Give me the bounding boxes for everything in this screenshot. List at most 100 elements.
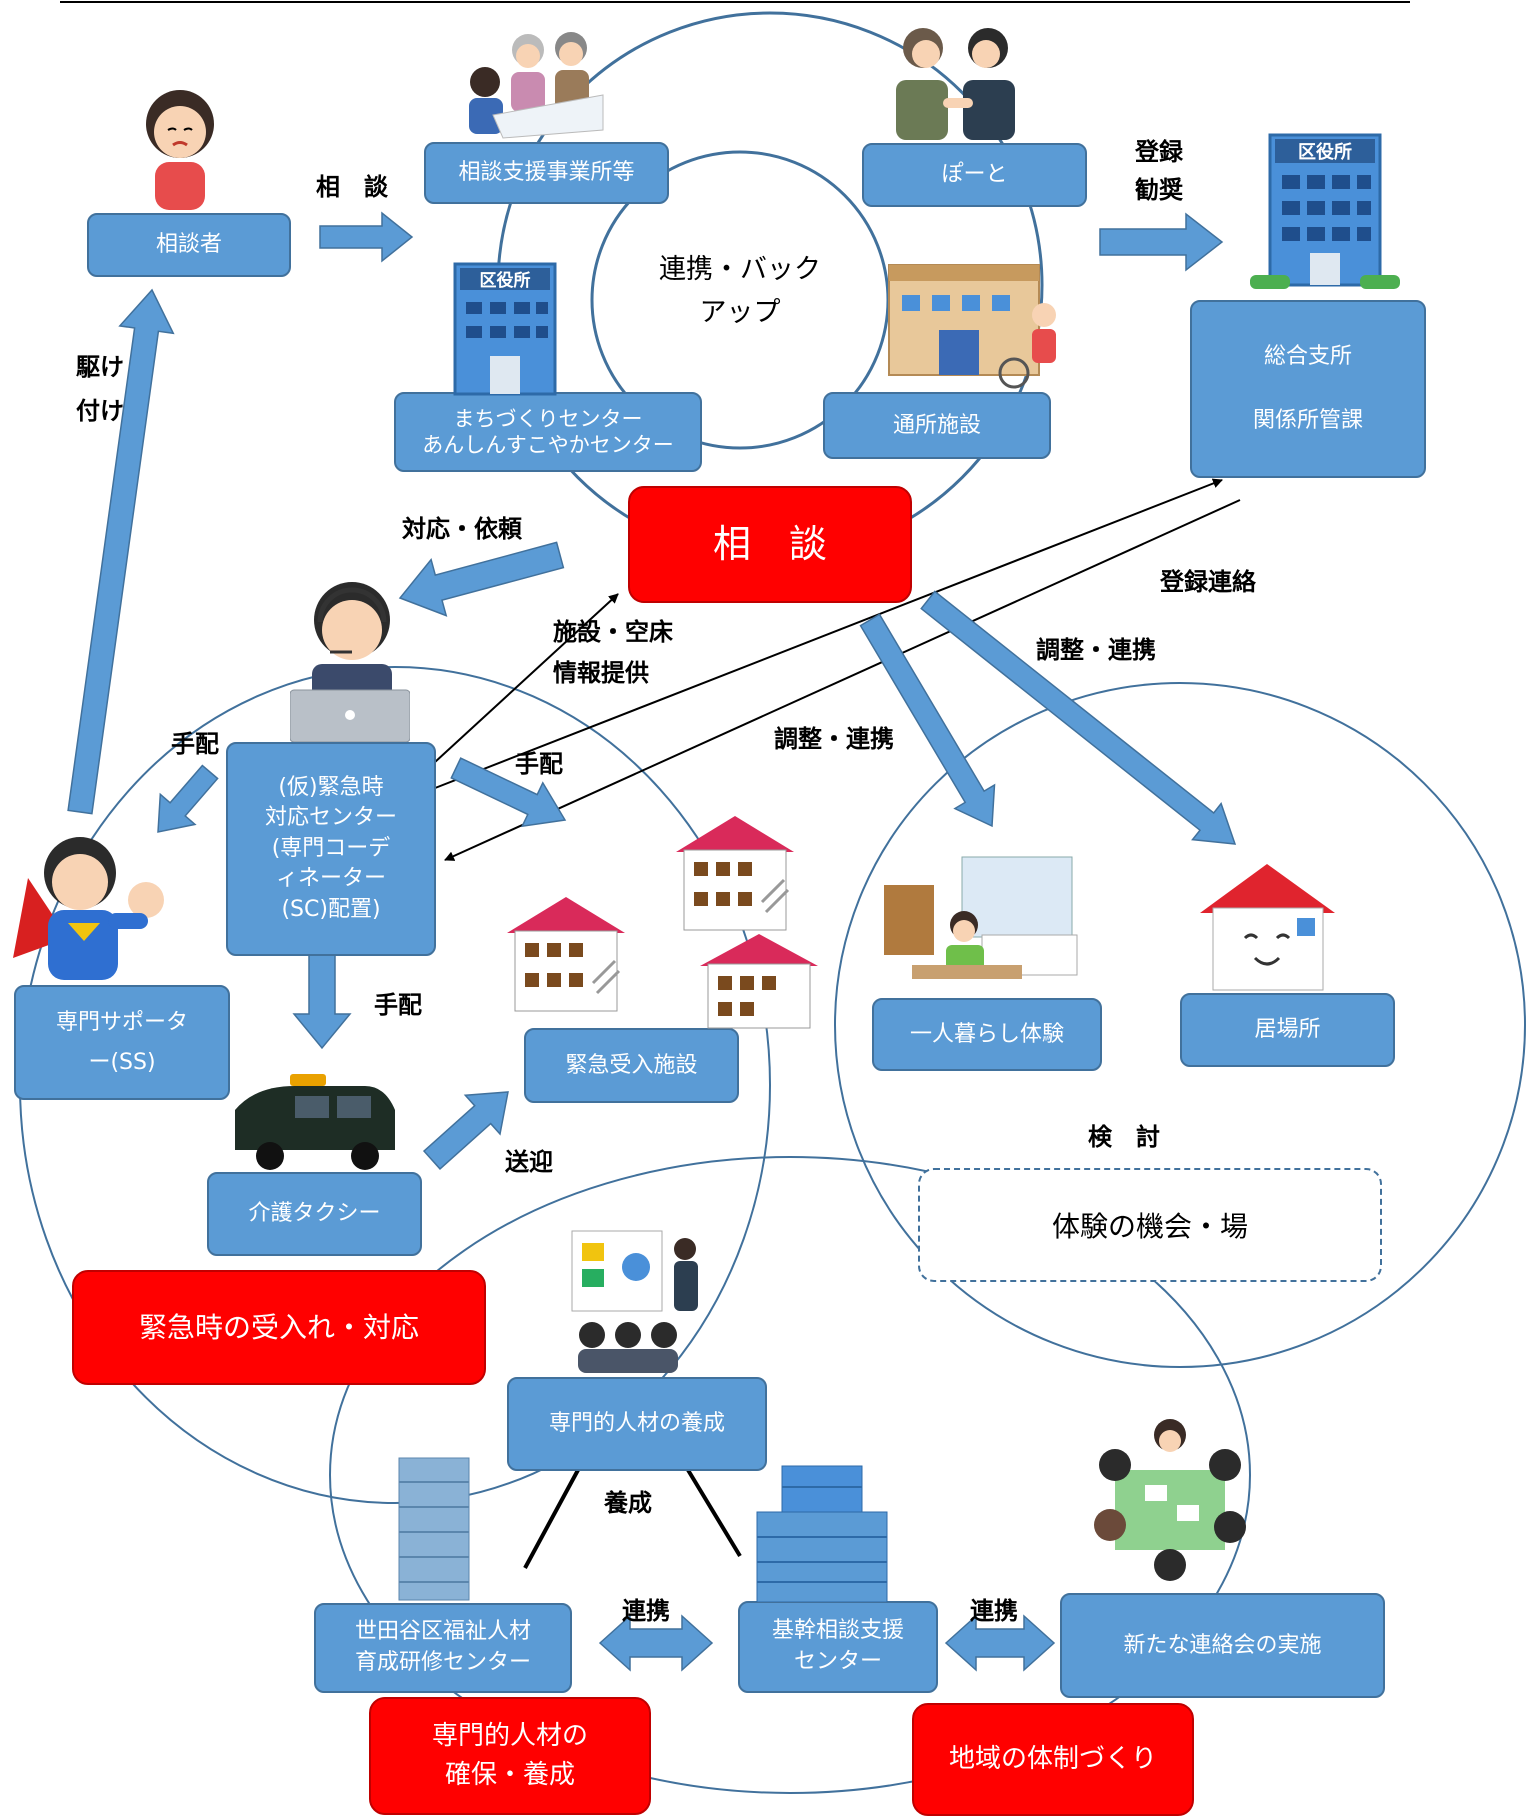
label-renkei-left: 連携 — [622, 1597, 670, 1625]
group-home-icon-3 — [700, 934, 818, 1029]
tsusho-box: 通所施設 — [823, 392, 1051, 459]
red-jinzai-kakuho: 専門的人材の 確保・養成 — [369, 1697, 651, 1815]
soudan-shien-label: 相談支援事業所等 — [458, 160, 635, 186]
kinkyu-center-label-3: (専門コーデ — [271, 835, 391, 861]
poto-box: ぽーと — [862, 143, 1087, 207]
hitori-gurashi-box: 一人暮らし体験 — [872, 998, 1102, 1071]
label-chosei-2: 調整・連携 — [774, 725, 894, 753]
label-kaketsuke: 駆け 付け — [76, 345, 124, 434]
center-circle-line-1: 連携・バック — [659, 254, 821, 285]
group-home-icon-1 — [676, 816, 794, 931]
arrow-chosei-2 — [920, 590, 1237, 845]
kaigo-taxi-label: 介護タクシー — [248, 1201, 381, 1227]
ibasho-label: 居場所 — [1254, 1017, 1321, 1043]
arrow-to-ward-office — [1099, 212, 1224, 272]
kikan-center-box: 基幹相談支援 センター — [738, 1601, 938, 1693]
register-arrow-up — [429, 478, 1223, 791]
label-toroku-renraku: 登録連絡 — [1160, 568, 1256, 596]
arrow-to-consult — [319, 211, 414, 263]
label-kaketsuke-2: 付け — [76, 397, 124, 426]
woman-worried-icon — [146, 90, 214, 210]
taiken-label: 体験の機会・場 — [1051, 1210, 1248, 1243]
care-taxi-van-icon — [235, 1074, 395, 1170]
label-soudan: 相 談 — [316, 173, 388, 201]
renrakukai-box: 新たな連絡会の実施 — [1060, 1593, 1385, 1698]
sogo-shisho-label-1: 総合支所 — [1263, 344, 1352, 369]
center-circle-line-2: アップ — [699, 297, 781, 329]
kinkyu-ukeire-box: 緊急受入施設 — [524, 1028, 739, 1103]
register-arrow-down — [444, 499, 1241, 861]
arrow-kaketsuke — [67, 288, 175, 815]
arrow-renkei-right — [944, 1614, 1056, 1672]
renrakukai-label: 新たな連絡会の実施 — [1123, 1632, 1322, 1658]
soudansha-label: 相談者 — [155, 232, 222, 258]
ward-office-small-icon: 区役所 — [453, 262, 557, 396]
red-soudan: 相 談 — [628, 486, 912, 603]
kinkyu-center-label-4: ィネーター — [275, 866, 386, 892]
red-kinkyu-taio-label: 緊急時の受入れ・対応 — [138, 1310, 419, 1344]
ibasho-house-icon — [1200, 864, 1335, 991]
label-shisetsu-kusho-2: 情報提供 — [553, 658, 649, 687]
senmon-supporter-label-2: ー(SS) — [88, 1049, 156, 1075]
label-chosei-1: 調整・連携 — [1036, 636, 1156, 664]
tsusho-label: 通所施設 — [892, 412, 981, 438]
ward-office-sign-2: 区役所 — [480, 270, 531, 291]
label-shisetsu-kusho: 施設・空床 情報提供 — [553, 612, 673, 694]
senmon-supporter-label-1: 専門サポータ — [55, 1009, 188, 1035]
label-tehai-down: 手配 — [374, 991, 422, 1019]
yosei-line-right — [686, 1468, 742, 1558]
community-meeting-icon — [1094, 1419, 1246, 1581]
senmon-supporter-box: 専門サポータ ー(SS) — [14, 985, 230, 1100]
arrow-taio-irai — [398, 541, 565, 617]
kinkyu-center-box: (仮)緊急時 対応センター (専門コーデ ィネーター (SC)配置) — [226, 742, 436, 956]
label-sogei: 送迎 — [505, 1148, 553, 1176]
label-toroku-kansho-2: 勧奨 — [1135, 176, 1183, 205]
tall-office-building-icon — [398, 1457, 470, 1601]
info-arrow — [409, 593, 619, 786]
jinzai-yosei-box: 専門的人材の養成 — [507, 1377, 767, 1471]
label-taio-irai: 対応・依頼 — [402, 515, 522, 543]
poto-label: ぽーと — [941, 162, 1008, 188]
kikan-center-label-2: センター — [793, 1649, 882, 1674]
training-lecture-icon — [571, 1230, 698, 1373]
jinzai-yosei-label: 専門的人材の養成 — [548, 1411, 725, 1437]
center-building-icon — [756, 1465, 888, 1602]
setagaya-center-box: 世田谷区福祉人材 育成研修センター — [314, 1603, 572, 1693]
red-chiiki-label: 地域の体制づくり — [948, 1744, 1157, 1774]
arrow-renkei-left — [598, 1614, 714, 1672]
setagaya-center-label-2: 育成研修センター — [354, 1650, 531, 1675]
handshake-staff-icon — [896, 28, 1015, 140]
talent-circle — [329, 1156, 1251, 1794]
arrow-tehai-right — [450, 757, 567, 828]
red-chiiki: 地域の体制づくり — [912, 1703, 1194, 1816]
living-alone-room-icon — [884, 856, 1078, 979]
experience-circle — [834, 682, 1526, 1368]
ibasho-box: 居場所 — [1180, 993, 1395, 1067]
machizukuri-label-2: あんしんすこやかセンター — [422, 433, 674, 457]
kaigo-taxi-box: 介護タクシー — [207, 1172, 422, 1256]
machizukuri-label-1: まちづくりセンター — [453, 406, 643, 431]
label-toroku-kansho: 登録 勧奨 — [1135, 133, 1183, 210]
red-jinzai-kakuho-label-1: 専門的人材の — [431, 1721, 588, 1751]
kinkyu-center-label-2: 対応センター — [264, 805, 397, 831]
machizukuri-box: まちづくりセンター あんしんすこやかセンター — [394, 392, 702, 472]
label-tehai-right: 手配 — [515, 750, 563, 778]
hitori-gurashi-label: 一人暮らし体験 — [909, 1021, 1064, 1047]
label-renkei-right: 連携 — [970, 1597, 1018, 1625]
arrow-chosei-1 — [859, 613, 996, 828]
consultation-meeting-icon — [469, 32, 604, 139]
red-soudan-label: 相 談 — [712, 522, 827, 566]
group-home-icon-2 — [507, 897, 625, 1012]
taiken-dashed-box: 体験の機会・場 — [918, 1168, 1382, 1282]
kinkyu-ukeire-label: 緊急受入施設 — [565, 1052, 698, 1078]
superhero-supporter-icon — [13, 837, 164, 980]
kinkyu-center-label-5: (SC)配置) — [281, 896, 381, 922]
label-kento: 検 討 — [1088, 1123, 1160, 1151]
red-jinzai-kakuho-label-2: 確保・養成 — [444, 1760, 575, 1790]
day-care-facility-icon — [888, 264, 1056, 389]
label-tehai-left: 手配 — [171, 730, 219, 758]
soudan-shien-box: 相談支援事業所等 — [424, 142, 669, 204]
arrow-sogei — [422, 1091, 509, 1170]
kikan-center-label-1: 基幹相談支援 — [771, 1618, 904, 1644]
label-shisetsu-kusho-1: 施設・空床 — [553, 618, 673, 646]
